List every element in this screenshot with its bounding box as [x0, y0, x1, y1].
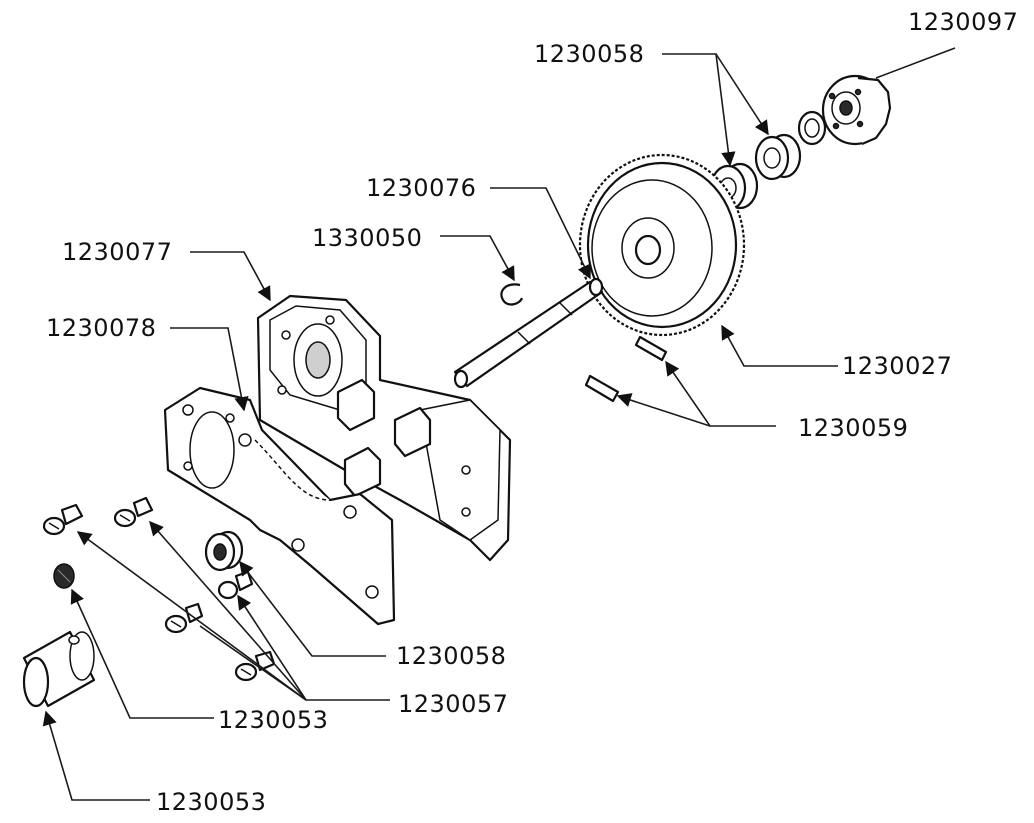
shaft-part — [453, 277, 604, 389]
screw-part-4 — [164, 602, 204, 634]
e-clip-part — [500, 283, 524, 306]
leader-lines — [42, 47, 956, 801]
drive-cup-part — [22, 630, 96, 708]
pin-part-1 — [634, 335, 668, 362]
label-1330050: 1330050 — [312, 224, 422, 252]
pinion-gear-part — [821, 74, 892, 146]
set-screw-part — [53, 563, 75, 589]
washer-part — [797, 110, 827, 146]
bearing-part-bottom — [204, 530, 244, 572]
label-1230078: 1230078 — [46, 314, 156, 342]
label-1230059: 1230059 — [798, 414, 908, 442]
label-1230027: 1230027 — [842, 352, 952, 380]
screw-part-3 — [217, 570, 254, 600]
label-1230077: 1230077 — [62, 238, 172, 266]
screw-part-2 — [113, 496, 154, 528]
label-1230058-top: 1230058 — [534, 40, 644, 68]
motor-plate-part — [163, 386, 396, 626]
pin-part-2 — [584, 374, 620, 403]
spur-gear-part — [578, 153, 746, 337]
motor-mount-part — [256, 294, 512, 562]
label-1230097: 1230097 — [908, 8, 1018, 36]
label-1230057: 1230057 — [398, 690, 508, 718]
label-1230053-a: 1230053 — [218, 706, 328, 734]
bearing-part-top-1 — [754, 133, 802, 181]
label-1230058-bottom: 1230058 — [396, 642, 506, 670]
screw-part-1 — [42, 503, 84, 536]
label-1230053-b: 1230053 — [156, 788, 266, 816]
label-1230076: 1230076 — [366, 174, 476, 202]
